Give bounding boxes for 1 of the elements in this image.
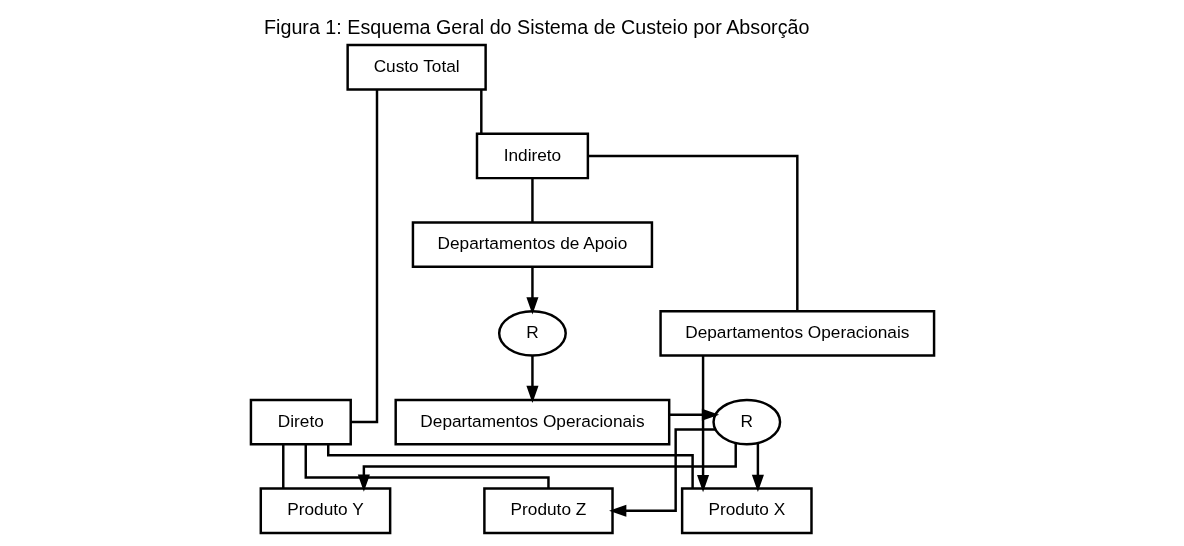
diagram-title: Figura 1: Esquema Geral do Sistema de Custeio por Absorção — [263, 15, 809, 38]
